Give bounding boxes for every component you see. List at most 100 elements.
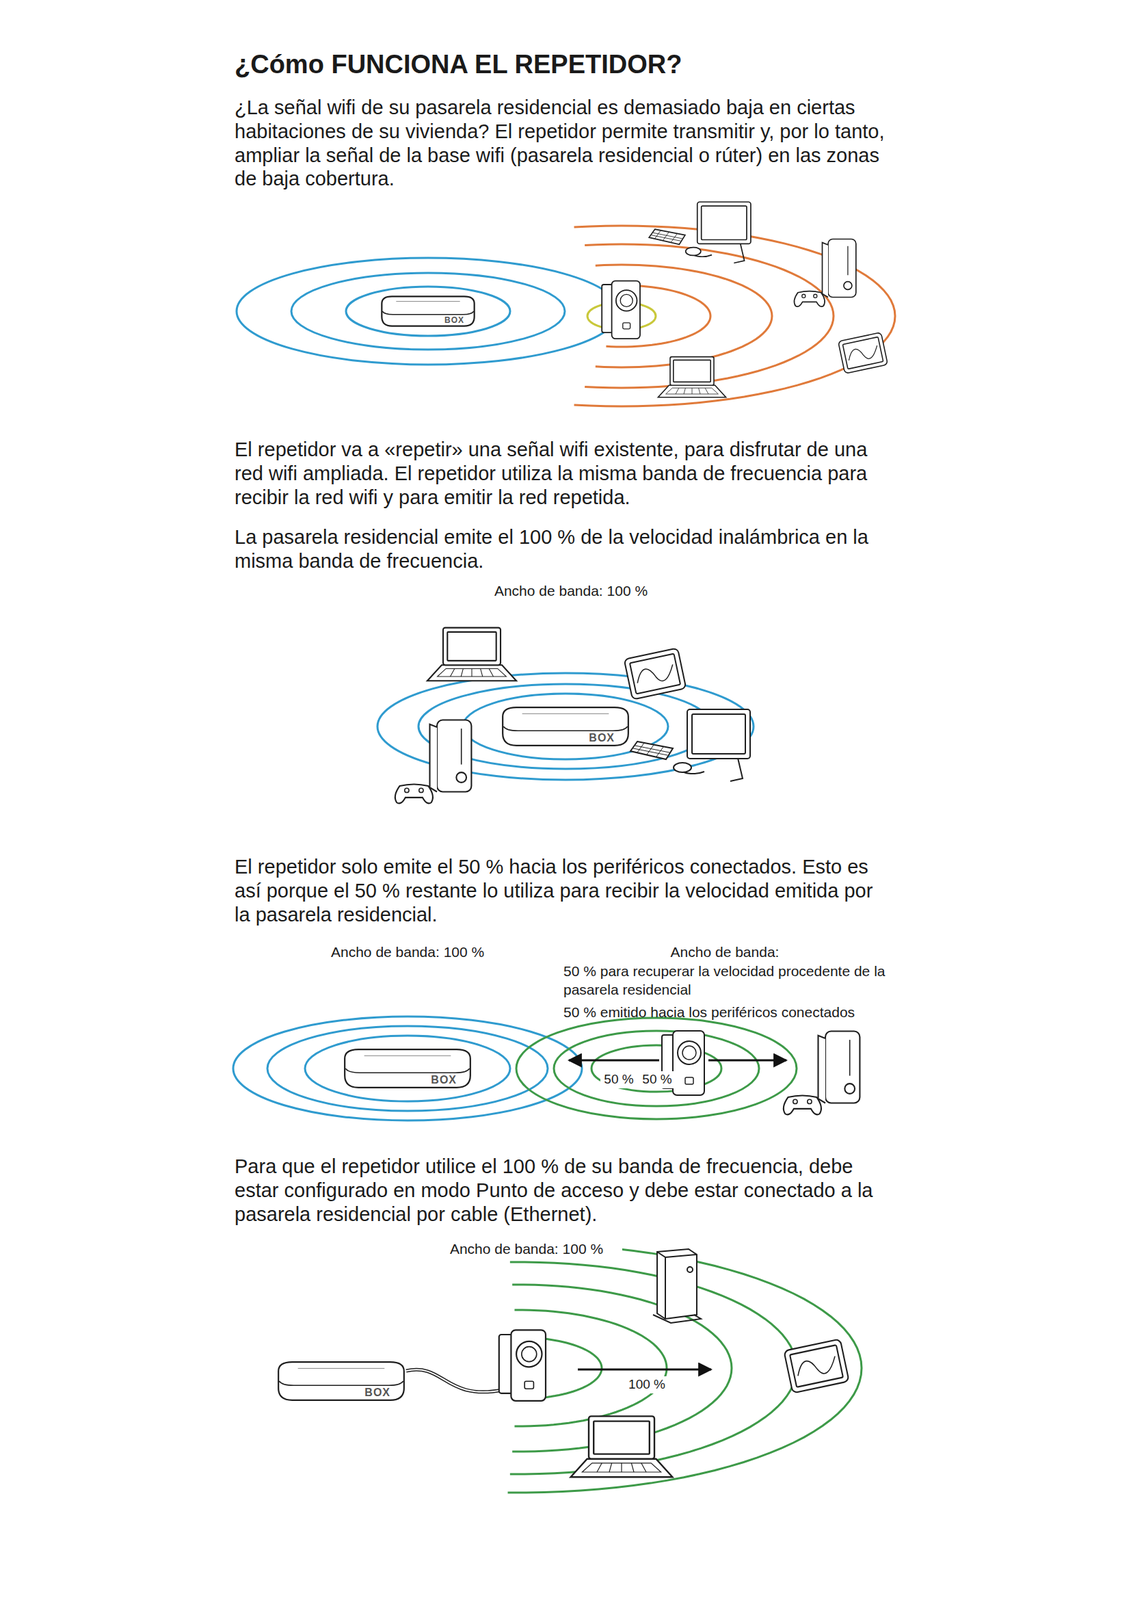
body-text: Para que el repetidor utilice el 100 % d… (234, 1154, 891, 1226)
console-icon (844, 1083, 855, 1094)
bandwidth-note: 50 % emitido hacia los periféricos conec… (563, 1002, 920, 1021)
bandwidth-label: Ancho de banda: 100 % (330, 942, 523, 961)
console-icon (843, 281, 853, 290)
repeater-icon (601, 281, 641, 340)
wifi-arc (595, 264, 773, 368)
brand-label: BOX (588, 732, 615, 744)
wifi-ring (304, 1035, 511, 1101)
monitor-icon (651, 230, 683, 243)
console-icon (436, 720, 472, 792)
router-box: BOX (380, 294, 476, 328)
gamepad-icon (783, 1094, 822, 1114)
gamepad-icon (395, 783, 433, 803)
hard-drive-icon (687, 1266, 693, 1272)
console-icon (460, 728, 463, 765)
repeater-icon (677, 1040, 701, 1064)
brand-label: BOX (430, 1074, 457, 1086)
console-icon (849, 1039, 851, 1076)
bandwidth-label: Ancho de banda: 100 % (471, 581, 671, 600)
gamepad-icon (783, 1094, 822, 1114)
console-icon (430, 724, 438, 792)
tablet-icon (783, 1338, 849, 1393)
repeater-icon (516, 1340, 542, 1367)
laptop-icon (657, 356, 726, 398)
laptop-icon (570, 1458, 673, 1477)
laptop-icon (447, 631, 496, 661)
console-icon (818, 1035, 827, 1103)
wifi-ring (233, 1016, 582, 1121)
tablet-icon (846, 344, 880, 364)
monitor-icon (648, 229, 686, 245)
repeater-icon (685, 1076, 694, 1084)
laptop-icon (593, 1420, 650, 1454)
monitor-icon (685, 247, 701, 256)
monitor-icon (701, 205, 747, 240)
tablet-icon (789, 1344, 844, 1387)
hard-drive-icon (657, 1248, 697, 1319)
router-outline (502, 707, 629, 746)
router-box: BOX (500, 704, 631, 748)
laptop-icon (675, 387, 709, 394)
console-icon (822, 242, 829, 298)
laptop-icon (443, 627, 501, 666)
body-text: El repetidor solo emite el 50 % hacia lo… (234, 854, 891, 926)
wifi-ring (267, 1025, 548, 1111)
repeater-icon (622, 322, 631, 329)
tablet-icon (635, 663, 676, 686)
gamepad-icon (793, 291, 825, 308)
brand-label: BOX (444, 315, 465, 325)
repeater-icon (510, 1329, 546, 1400)
bandwidth-label: Ancho de banda: (615, 942, 835, 961)
repeater-icon (672, 1030, 705, 1095)
hard-drive-icon (653, 1248, 701, 1323)
gamepad-icon (404, 787, 409, 792)
router-edge (345, 1068, 470, 1073)
laptop-icon (670, 356, 714, 386)
gamepad-icon (807, 1098, 812, 1103)
repeater-icon (616, 289, 638, 312)
wifi-arc (508, 1243, 862, 1493)
laptop-icon (596, 1462, 647, 1472)
tablet-icon (624, 647, 687, 699)
router-outline (344, 1048, 471, 1088)
router-edge (278, 1380, 404, 1385)
laptop-icon (657, 384, 726, 398)
gamepad-icon (813, 294, 818, 298)
tablet-icon (624, 647, 687, 699)
brand-label: BOX (364, 1386, 391, 1398)
gamepad-icon (395, 783, 433, 803)
router-box: BOX (342, 1046, 473, 1090)
flow-arrow (577, 1368, 712, 1371)
router-detail (364, 1055, 452, 1056)
monitor-icon (648, 201, 751, 263)
body-text: La pasarela residencial emite el 100 % d… (234, 525, 891, 574)
wifi-ring (346, 286, 511, 336)
monitor-icon (633, 742, 670, 757)
router-outline (278, 1361, 405, 1400)
router-outline (381, 296, 474, 326)
laptop-icon (427, 664, 517, 681)
console-icon (825, 1031, 860, 1103)
gamepad-icon (802, 294, 806, 298)
router-detail (395, 300, 460, 302)
ethernet-cable (406, 1368, 503, 1392)
tablet-icon (842, 337, 883, 370)
tablet-icon (783, 1338, 849, 1393)
body-text: El repetidor va a «repetir» una señal wi… (234, 437, 891, 509)
console-icon (847, 246, 848, 276)
body-text: ¿La señal wifi de su pasarela residencia… (234, 95, 891, 191)
console-icon (828, 239, 857, 298)
repeater-icon (611, 281, 641, 340)
router-edge (503, 726, 628, 731)
laptop-icon (427, 627, 517, 682)
wifi-ring (516, 1017, 797, 1119)
hard-drive-icon (657, 1251, 697, 1319)
bandwidth-note: 50 % para recuperar la velocidad procede… (563, 961, 899, 1000)
flow-arrow (568, 1059, 660, 1062)
monitor-icon (687, 709, 751, 759)
repeater-icon (524, 1380, 534, 1389)
console-icon (395, 720, 472, 804)
router-box: BOX (276, 1359, 407, 1402)
laptop-icon (437, 668, 507, 677)
console-icon (793, 239, 856, 308)
